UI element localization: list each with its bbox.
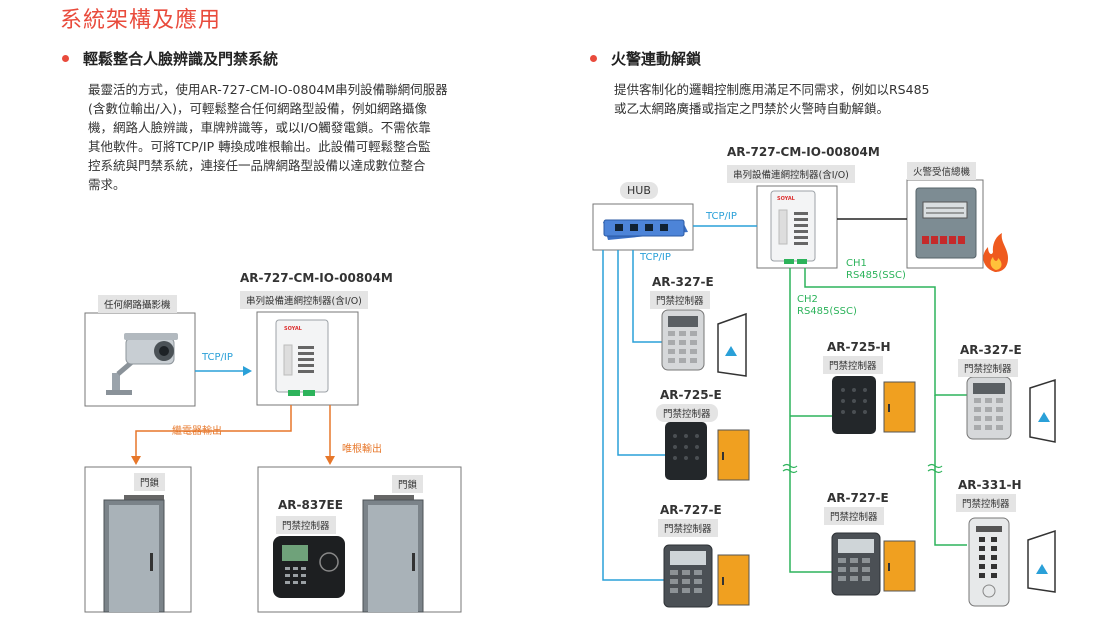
ar727e-b-model: AR-727-E xyxy=(827,491,889,505)
right-tcpip-label-1: TCP/IP xyxy=(706,211,737,222)
ar331h-desc: 門禁控制器 xyxy=(956,494,1016,512)
page-title: 系統架構及應用 xyxy=(60,8,222,33)
ch2-label: CH2 xyxy=(797,294,818,305)
ar727e-controller-icon xyxy=(831,532,881,596)
serial-server-device-icon: SOYAL xyxy=(275,319,329,396)
closed-door-icon xyxy=(883,540,916,592)
ar725e-model: AR-725-E xyxy=(660,388,722,402)
closed-door-icon xyxy=(883,381,916,433)
ar725h-desc: 門禁控制器 xyxy=(823,356,883,374)
ch2-proto-label: RS485(SSC) xyxy=(797,306,857,317)
ar725e-desc: 門禁控制器 xyxy=(656,404,718,422)
relay-output-label: 繼電器輸出 xyxy=(172,426,222,437)
right-paragraph-line: 提供客制化的邏輯控制應用滿足不同需求，例如以RS485 xyxy=(614,82,930,97)
door-icon xyxy=(362,495,424,613)
right-server-desc: 串列設備連網控制器(含I/O) xyxy=(727,165,855,183)
right-server-model: AR-727-CM-IO-00804M xyxy=(727,145,880,159)
fire-alarm-panel-icon xyxy=(915,187,977,259)
left-server-desc: 串列設備連網控制器(含I/O) xyxy=(240,291,368,309)
ar327e-b-model: AR-327-E xyxy=(960,343,1022,357)
wiegand-output-label: 唯根輸出 xyxy=(342,444,382,455)
left-heading-text: 輕鬆整合人臉辨識及門禁系統 xyxy=(83,50,279,68)
door-lock-label-1: 門鎖 xyxy=(134,473,166,491)
left-paragraph-line: 最靈活的方式，使用AR-727-CM-IO-0804M串列設備聯網伺服器 xyxy=(88,82,448,97)
right-heading-text: 火警連動解鎖 xyxy=(611,50,702,68)
open-door-icon xyxy=(1029,378,1056,443)
right-section-heading: 火警連動解鎖 xyxy=(590,48,701,69)
left-tcpip-label: TCP/IP xyxy=(202,352,233,363)
hub-switch-icon xyxy=(603,219,688,240)
left-paragraph-line: (含數位輸出/入)，可輕鬆整合任何網路型設備，例如網路攝像 xyxy=(88,101,427,116)
ch1-label: CH1 xyxy=(846,258,867,269)
device-brand-text: SOYAL xyxy=(284,326,303,332)
serial-server-device-icon: SOYAL xyxy=(770,190,816,264)
ar727e-controller-icon xyxy=(663,544,713,608)
ar327e-keypad-icon xyxy=(661,309,705,371)
network-camera-icon xyxy=(106,333,178,395)
device-brand-text: SOYAL xyxy=(777,196,796,202)
ar727e-a-desc: 門禁控制器 xyxy=(658,519,718,537)
left-server-model: AR-727-CM-IO-00804M xyxy=(240,271,393,285)
ar725e-reader-icon xyxy=(665,422,707,480)
hub-label: HUB xyxy=(620,182,658,199)
left-paragraph-line: 其他軟件。可將TCP/IP 轉換成唯根輸出。此設備可輕鬆整合監 xyxy=(88,139,431,154)
bullet-icon xyxy=(62,55,69,62)
door-icon xyxy=(103,495,165,613)
ar331h-model: AR-331-H xyxy=(958,478,1022,492)
ar327e-a-model: AR-327-E xyxy=(652,275,714,289)
ar727e-b-desc: 門禁控制器 xyxy=(824,507,884,525)
right-paragraph: 提供客制化的邏輯控制應用滿足不同需求，例如以RS485 或乙太網路廣播或指定之門… xyxy=(614,80,1054,118)
fire-panel-label: 火警受信總機 xyxy=(907,162,977,180)
closed-door-icon xyxy=(717,429,750,481)
ar725h-model: AR-725-H xyxy=(827,340,891,354)
ar327e-b-desc: 門禁控制器 xyxy=(958,359,1018,377)
left-paragraph-line: 需求。 xyxy=(88,177,126,192)
ar837ee-device-icon xyxy=(273,536,345,598)
right-paragraph-line: 或乙太網路廣播或指定之門禁於火警時自動解鎖。 xyxy=(614,101,890,116)
ar327e-keypad-icon xyxy=(966,376,1012,440)
ar331h-keypad-icon xyxy=(968,517,1010,607)
ar837ee-model: AR-837EE xyxy=(278,498,343,512)
bullet-icon xyxy=(590,55,597,62)
door-lock-label-2: 門鎖 xyxy=(392,475,424,493)
ch1-proto-label: RS485(SSC) xyxy=(846,270,906,281)
open-door-icon xyxy=(1027,529,1056,593)
closed-door-icon xyxy=(717,554,750,606)
ar327e-a-desc: 門禁控制器 xyxy=(650,291,710,309)
ar727e-a-model: AR-727-E xyxy=(660,503,722,517)
left-paragraph: 最靈活的方式，使用AR-727-CM-IO-0804M串列設備聯網伺服器 (含數… xyxy=(88,80,528,194)
fire-icon xyxy=(983,233,1008,272)
left-paragraph-line: 機，網路人臉辨識，車牌辨識等，或以I/O觸發電鎖。不需依靠 xyxy=(88,120,431,135)
open-door-icon xyxy=(717,312,747,377)
ar725h-reader-icon xyxy=(832,376,876,434)
left-paragraph-line: 控系統與門禁系統，連接任一品牌網路型設備以達成數位整合 xyxy=(88,158,426,173)
right-tcpip-label-2: TCP/IP xyxy=(640,252,671,263)
camera-label: 任何網路攝影機 xyxy=(98,295,177,313)
ar837ee-desc: 門禁控制器 xyxy=(276,516,336,534)
left-section-heading: 輕鬆整合人臉辨識及門禁系統 xyxy=(62,48,278,69)
